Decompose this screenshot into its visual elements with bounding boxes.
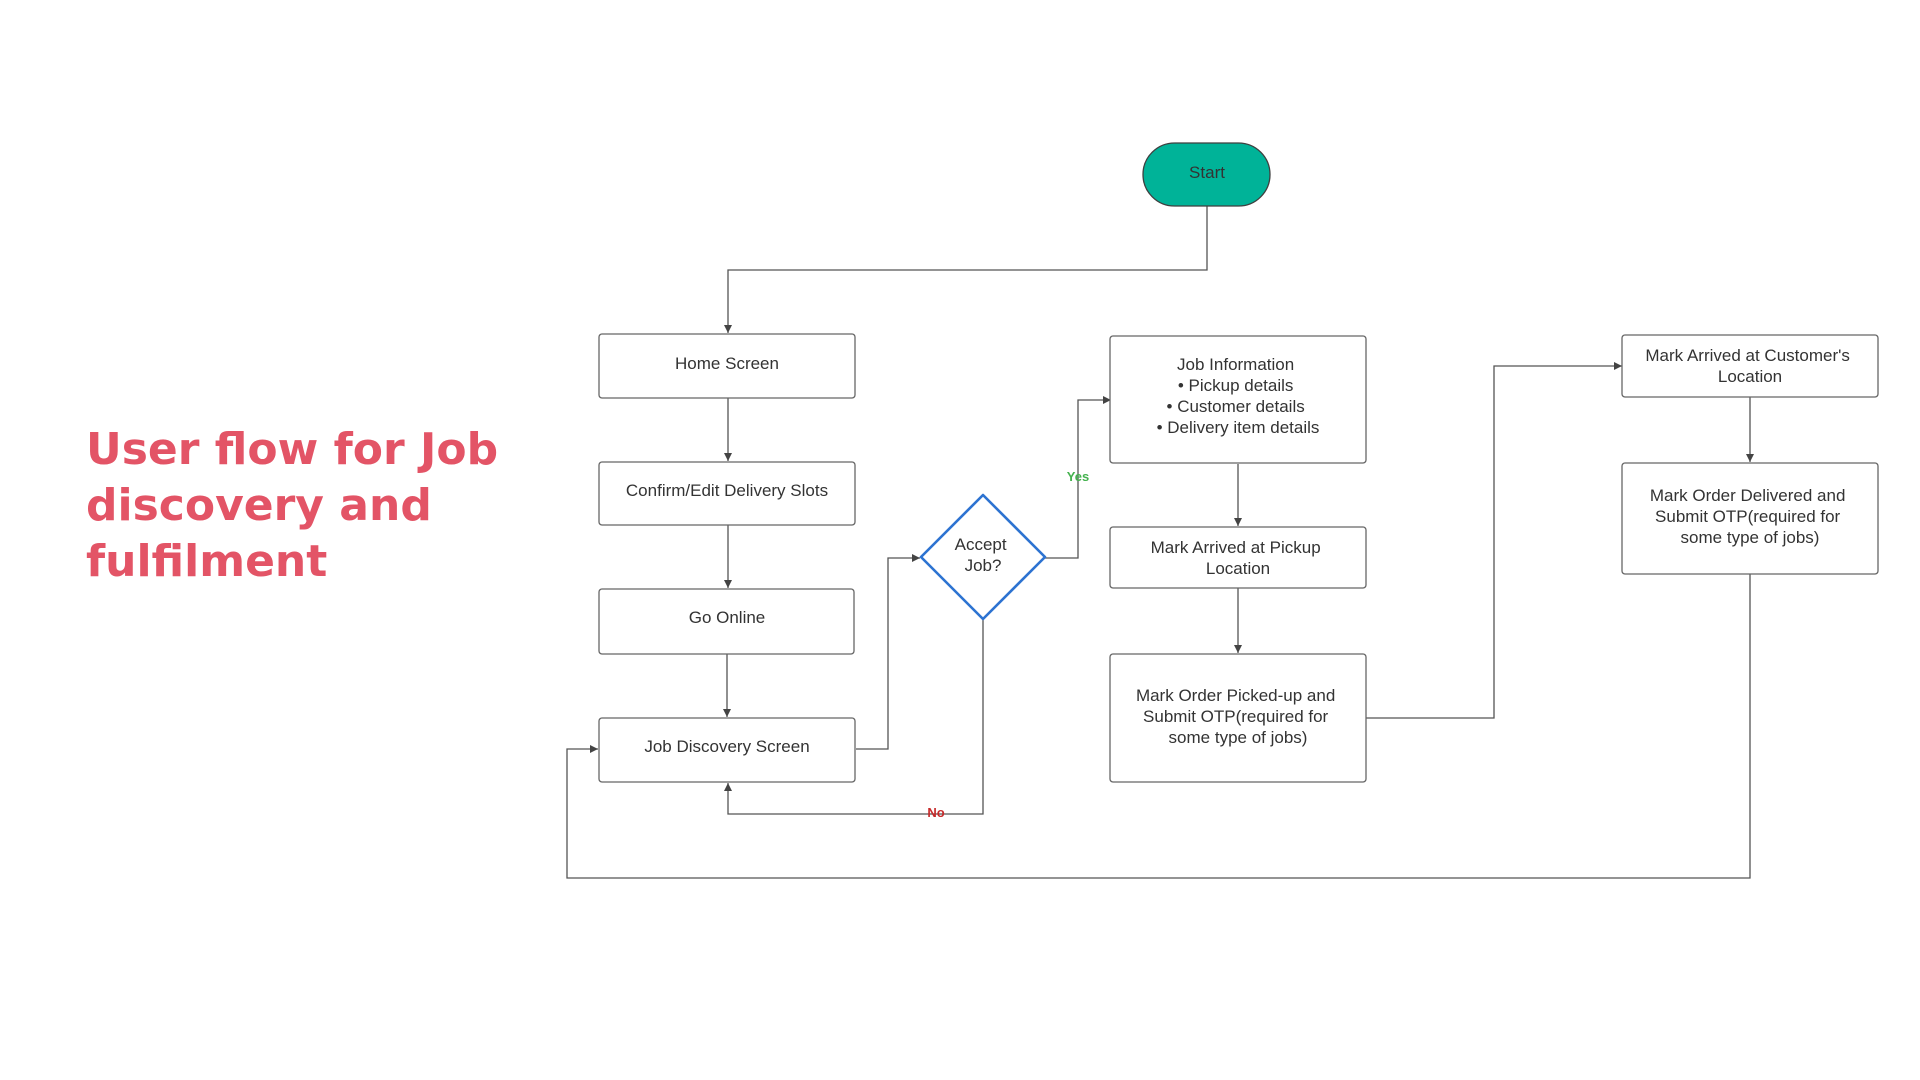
job-information-line: Job Information — [1177, 355, 1294, 374]
edge-label-yes: Yes — [1067, 469, 1089, 484]
page-title-line: User flow for Job — [86, 424, 499, 475]
page-title-line: fulfilment — [86, 536, 328, 587]
start-node-label: Start — [1189, 163, 1225, 182]
home-screen-label: Home Screen — [675, 354, 779, 373]
delivery-slots-label: Confirm/Edit Delivery Slots — [626, 481, 828, 500]
delivered-node: Mark Order Delivered and Submit OTP(requ… — [1621, 462, 1879, 575]
delivered-line: Mark Order Delivered and — [1650, 486, 1846, 505]
accept-job-decision: Accept Job? — [919, 493, 1047, 621]
go-online-label: Go Online — [689, 608, 766, 627]
start-node: Start — [1142, 142, 1271, 207]
accept-job-label-line: Job? — [965, 556, 1002, 575]
picked-up-line: Submit OTP(required for — [1143, 707, 1329, 726]
picked-up-line: Mark Order Picked-up and — [1136, 686, 1335, 705]
svg-text:Accept Job?: Accept Job? — [955, 535, 1012, 575]
edge-start-to-home — [724, 206, 1208, 333]
home-screen-node: Home Screen — [598, 333, 856, 399]
svg-text:Mark Arrived at Pickup L: Mark Arrived at Pickup Location — [1151, 538, 1326, 578]
arrived-pickup-node: Mark Arrived at Pickup Location — [1109, 526, 1367, 589]
picked-up-node: Mark Order Picked-up and Submit OTP(requ… — [1109, 653, 1367, 783]
arrived-customer-line: Location — [1718, 367, 1782, 386]
delivered-line: Submit OTP(required for — [1655, 507, 1841, 526]
svg-text:Mark Order Picked-up and: Mark Order Picked-up and Submit OTP(requ… — [1136, 686, 1340, 747]
page-title-line: discovery and — [86, 480, 432, 531]
go-online-node: Go Online — [598, 588, 855, 655]
svg-text:Go Online: Go Online — [689, 608, 766, 627]
arrived-pickup-line: Mark Arrived at Pickup — [1151, 538, 1321, 557]
edge-picked-up-to-arrived-customer — [1366, 362, 1622, 719]
edge-label-no: No — [927, 805, 944, 820]
job-information-line: • Customer details — [1167, 397, 1305, 416]
svg-text:Mark Order Delivered and: Mark Order Delivered and Submit OTP(requ… — [1650, 486, 1850, 547]
arrived-pickup-line: Location — [1206, 559, 1270, 578]
arrived-customer-node: Mark Arrived at Customer's Location — [1621, 334, 1879, 398]
svg-text:Confirm/Edit Delivery Slots: Confirm/Edit Delivery Slots — [626, 481, 828, 500]
svg-text:Mark Arrived at Customer's: Mark Arrived at Customer's Location — [1645, 346, 1854, 386]
edge-discovery-to-accept — [856, 554, 920, 750]
svg-text:Job Discovery Screen: Job Discovery Screen — [644, 737, 809, 756]
edges — [566, 206, 1754, 879]
edge-accept-no-to-discovery — [724, 620, 984, 815]
edge-delivered-loop-to-discovery — [566, 574, 1751, 879]
delivery-slots-node: Confirm/Edit Delivery Slots — [598, 461, 856, 526]
svg-text:Start: Start — [1189, 163, 1225, 182]
edge-accept-yes-to-jobinfo — [1045, 396, 1111, 559]
delivered-line: some type of jobs) — [1681, 528, 1820, 547]
accept-job-label-line: Accept — [955, 535, 1007, 554]
job-discovery-node: Job Discovery Screen — [598, 717, 856, 783]
svg-text:Home Screen: Home Screen — [675, 354, 779, 373]
picked-up-line: some type of jobs) — [1169, 728, 1308, 747]
svg-text:Job Information • Pickup: Job Information • Pickup details • Custo… — [1157, 355, 1320, 437]
job-information-line: • Pickup details — [1178, 376, 1294, 395]
arrived-customer-line: Mark Arrived at Customer's — [1645, 346, 1849, 365]
page-title: User flow for Job discovery and fulfilme… — [86, 422, 546, 590]
job-information-line: • Delivery item details — [1157, 418, 1320, 437]
job-information-node: Job Information • Pickup details • Custo… — [1109, 335, 1367, 464]
job-discovery-label: Job Discovery Screen — [644, 737, 809, 756]
